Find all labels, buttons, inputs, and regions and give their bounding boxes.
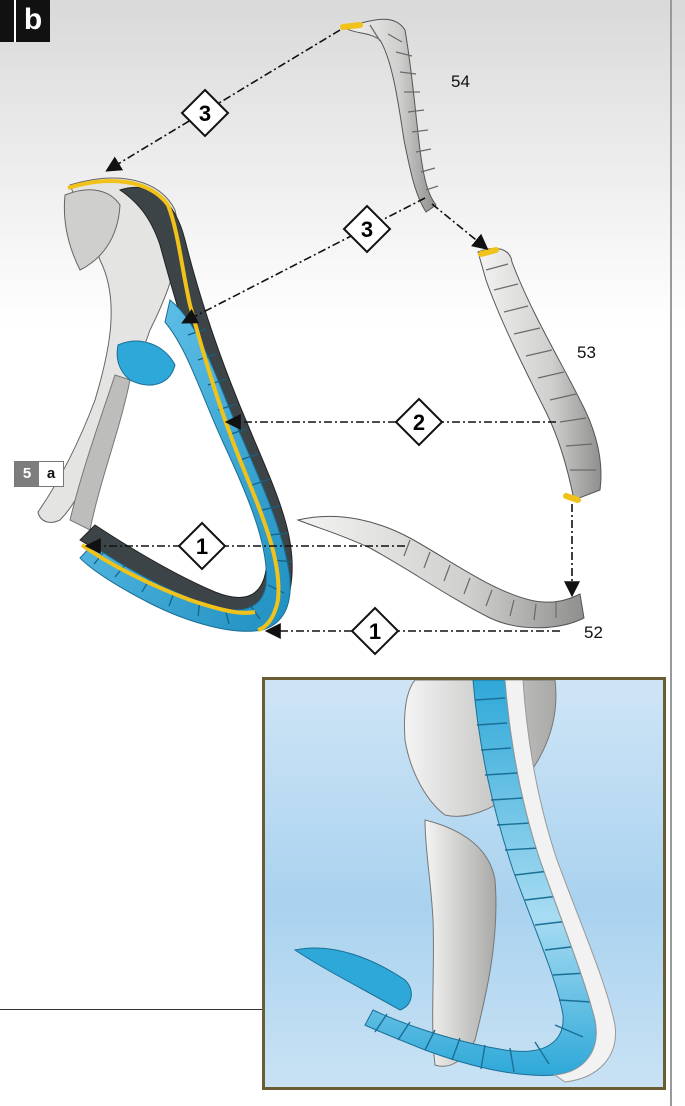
step-marker-3a-label: 3 xyxy=(199,101,211,126)
part-label-52: 52 xyxy=(584,623,603,643)
connector-3b xyxy=(184,198,425,322)
reference-badge: 5 a xyxy=(14,461,64,487)
step-marker-1a-label: 1 xyxy=(196,534,208,559)
connector-54-53 xyxy=(432,204,486,248)
assembled-tail xyxy=(38,178,292,631)
step-marker-1b-label: 1 xyxy=(369,619,381,644)
reference-letter: a xyxy=(39,462,63,486)
step-marker-3b: 3 xyxy=(344,206,390,252)
part-52-tail-tip xyxy=(298,516,584,627)
section-divider xyxy=(0,1009,262,1010)
step-marker-3b-label: 3 xyxy=(361,217,373,242)
step-marker-3a: 3 xyxy=(182,90,228,136)
connector-3a xyxy=(108,30,340,170)
detail-inset xyxy=(262,677,666,1090)
step-marker-1b: 1 xyxy=(352,608,398,654)
reference-number: 5 xyxy=(15,462,39,486)
step-marker-1a: 1 xyxy=(179,523,225,569)
detail-inset-illustration xyxy=(265,680,663,1087)
step-marker-2-label: 2 xyxy=(413,410,425,435)
step-marker-2: 2 xyxy=(396,399,442,445)
part-53-spine-segment xyxy=(478,248,601,500)
part-54-spine-segment xyxy=(343,19,438,212)
connector-lines xyxy=(88,30,572,631)
part-label-54: 54 xyxy=(451,72,470,92)
part-label-53: 53 xyxy=(577,343,596,363)
